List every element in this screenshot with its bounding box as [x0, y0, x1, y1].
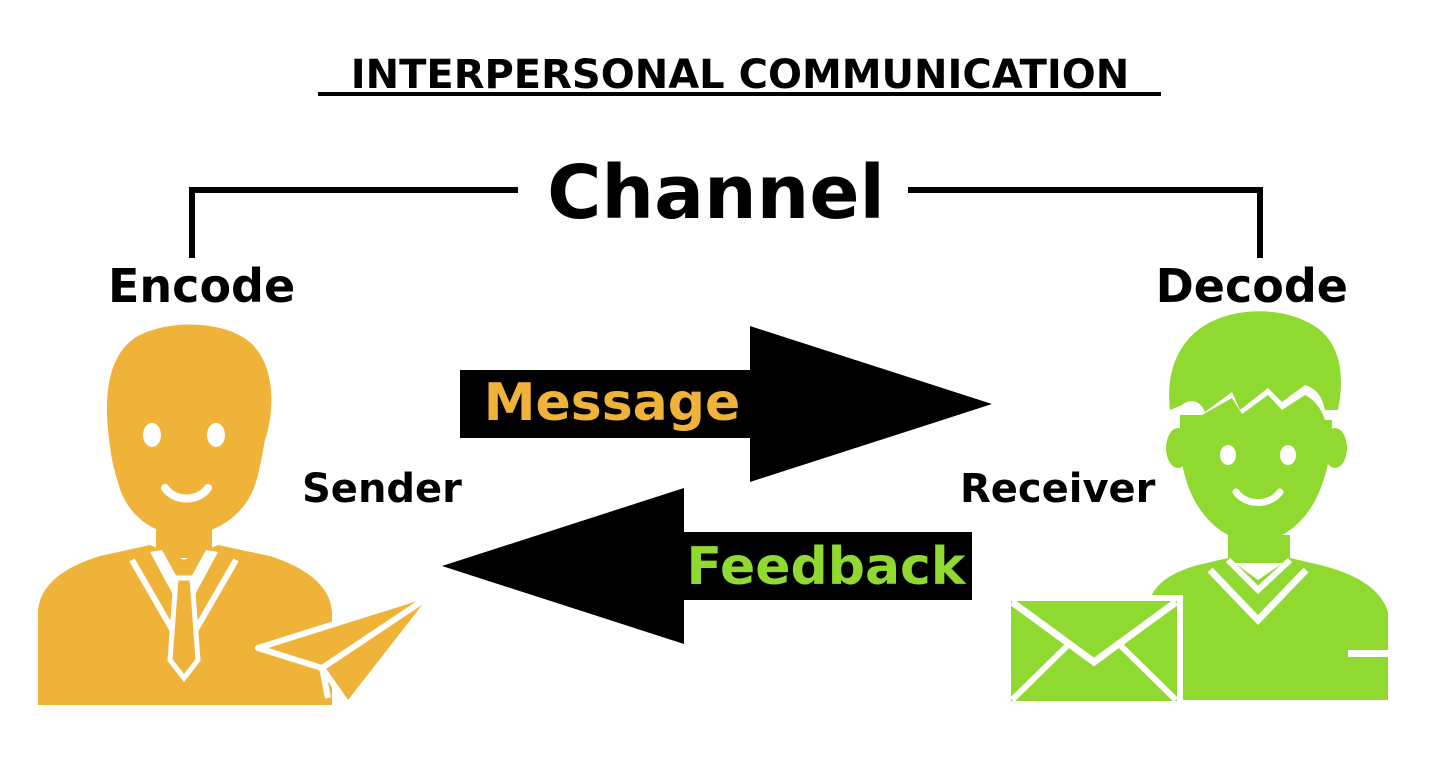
channel-line-left: [189, 187, 518, 258]
young-man-icon: [1148, 311, 1388, 700]
encode-label: Encode: [108, 259, 295, 313]
diagram-title: INTERPERSONAL COMMUNICATION: [351, 52, 1130, 98]
sender-label: Sender: [302, 466, 462, 512]
paper-plane-icon: [255, 589, 439, 708]
envelope-icon: [1005, 595, 1183, 707]
channel-label: Channel: [547, 150, 885, 236]
message-label: Message: [484, 373, 741, 433]
title-underline: [318, 92, 1161, 96]
receiver-label: Receiver: [960, 466, 1156, 512]
channel-line-right: [908, 187, 1263, 258]
message-arrow: Message: [460, 326, 992, 482]
feedback-arrow: Feedback: [442, 488, 972, 644]
decode-label: Decode: [1156, 259, 1348, 313]
feedback-label: Feedback: [687, 537, 967, 597]
businessman-icon: [38, 324, 332, 705]
